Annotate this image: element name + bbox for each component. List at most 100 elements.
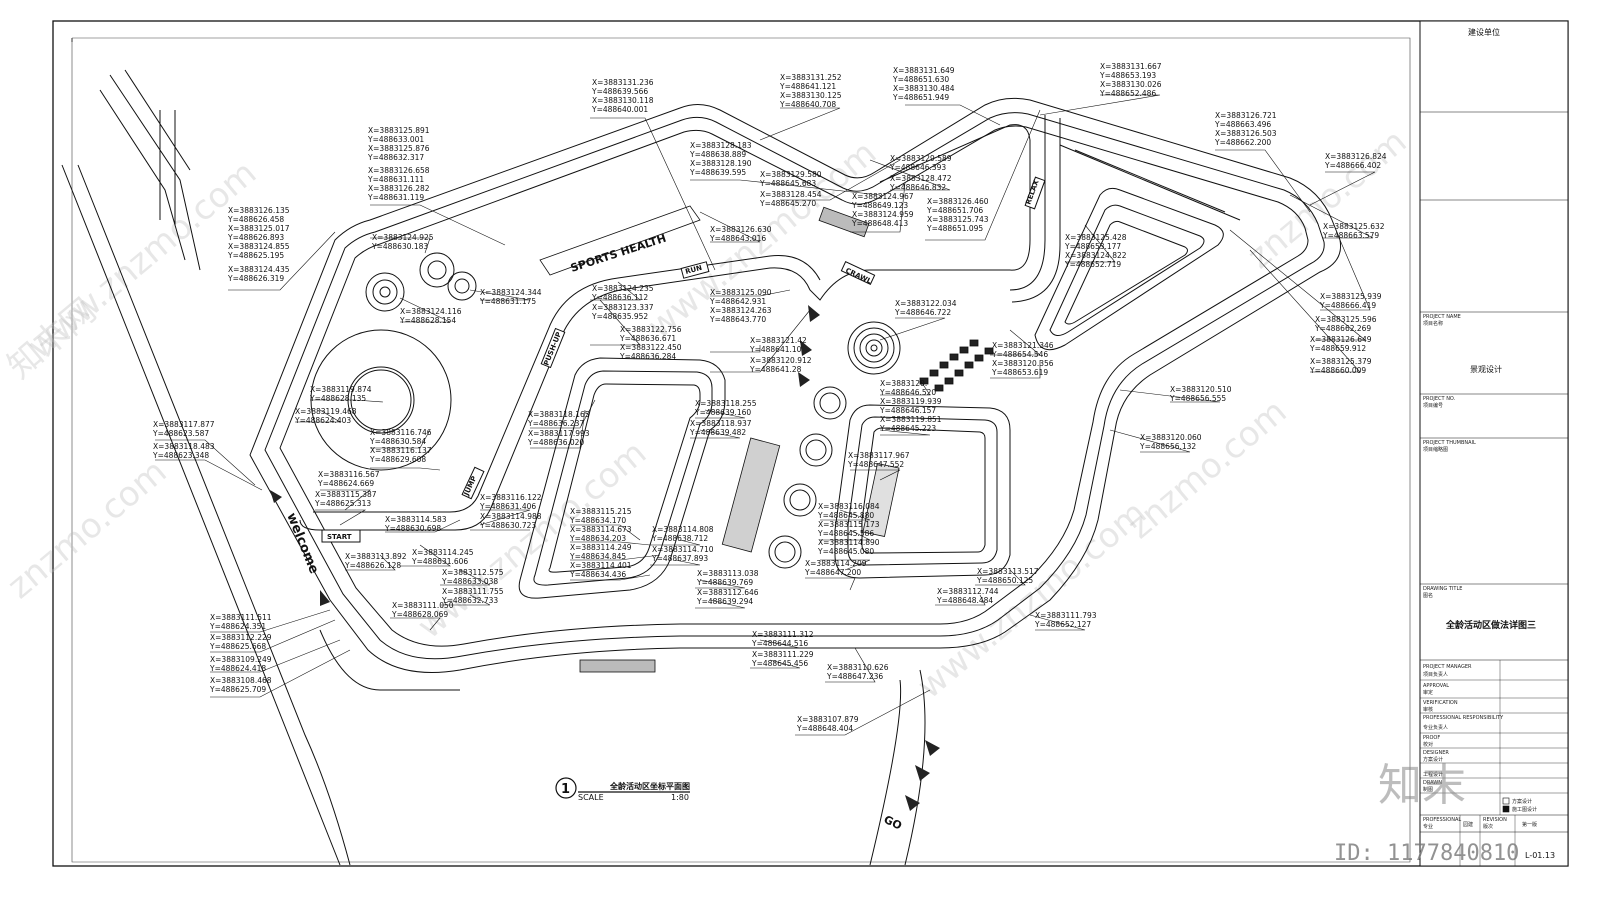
label-jump-box — [461, 466, 485, 500]
coord-y: Y=488645.270 — [759, 199, 816, 208]
title-block: 建设单位 PROJECT NAME 项目名称 景观设计 PROJECT NO. … — [1419, 20, 1569, 867]
coord-y: Y=488624.351 — [209, 622, 266, 631]
coord-x: X=3883126.824 — [1325, 152, 1387, 161]
tb-thumbnail-en: PROJECT THUMBNAIL — [1423, 440, 1476, 446]
label-crawl-box — [840, 261, 876, 285]
coord-x: X=3883120. — [880, 379, 927, 388]
coord-x: X=3883122.756 — [620, 325, 682, 334]
sheet-border — [52, 20, 1569, 867]
coord-x: X=3883116.137 — [370, 446, 432, 455]
coord-y: Y=488628.154 — [399, 316, 456, 325]
coord-x: X=3883117.877 — [153, 420, 215, 429]
coord-x: X=3883131.252 — [780, 73, 842, 82]
coord-y: Y=488645.223 — [879, 424, 936, 433]
coord-x: X=3883126.658 — [368, 166, 430, 175]
coord-x: X=3883124.263 — [710, 306, 772, 315]
caption-title: 全龄活动区坐标平面图 — [609, 781, 690, 791]
coord-x: X=3883117.967 — [848, 451, 910, 460]
tb-project-name-en: PROJECT NAME — [1423, 314, 1461, 320]
coord-x: X=3883124.967 — [852, 192, 914, 201]
coord-x: X=3883130.026 — [1100, 80, 1162, 89]
tb-check-2: 施工图设计 — [1512, 806, 1537, 813]
coord-x: X=3883129.589 — [890, 154, 952, 163]
coord-y: Y=488638.712 — [651, 534, 708, 543]
coord-y: Y=488652.719 — [1064, 260, 1121, 269]
coord-y: Y=488626.319 — [227, 274, 284, 283]
tb-revision-en: REVISION — [1483, 817, 1507, 823]
coord-x: X=3883129.580 — [760, 170, 822, 179]
coord-x: X=3883114.245 — [412, 548, 474, 557]
coord-x: X=3883107.879 — [797, 715, 859, 724]
watermark-text: znzmo.com — [0, 452, 174, 607]
caption-scale-value: 1:80 — [671, 793, 689, 802]
coord-x: X=3883124.235 — [592, 284, 654, 293]
coordinate-labels: X=3883131.236 Y=488639.566 X=3883130.118… — [152, 62, 1387, 733]
coord-y: Y=488631.606 — [411, 557, 468, 566]
drawing-caption: 1 全龄活动区坐标平面图 SCALE 1:80 — [555, 777, 690, 802]
coord-y: Y=488625.313 — [314, 499, 371, 508]
coord-y: Y=488630.183 — [371, 242, 428, 251]
coord-x: X=3883121.346 — [992, 341, 1054, 350]
coord-y: Y=488651.706 — [926, 206, 983, 215]
coord-y: Y=488647.236 — [826, 672, 883, 681]
coord-x: X=3883114.808 — [652, 525, 714, 534]
coord-y: Y=488632.317 — [367, 153, 424, 162]
tb-client-label: 建设单位 — [1468, 27, 1500, 37]
tb-project-no-cn: 项目编号 — [1423, 402, 1443, 409]
coord-x: X=3883125.596 — [1315, 315, 1377, 324]
coord-x: X=3883126.135 — [228, 206, 290, 215]
coord-y: Y=488635.952 — [591, 312, 648, 321]
coord-y: Y=488656.555 — [1169, 394, 1226, 403]
tb-drawing-title-en: DRAWING TITLE — [1423, 586, 1462, 592]
coord-y: Y=488624.403 — [294, 416, 351, 425]
tb-professional-value: 园建 — [1463, 821, 1473, 828]
coord-x: X=3883125.939 — [1320, 292, 1382, 301]
coord-y: Y=488623.587 — [152, 429, 209, 438]
coord-y: Y=488639.160 — [694, 408, 751, 417]
coord-x: X=3883124.116 — [400, 307, 462, 316]
coord-x: X=3883131.236 — [592, 78, 654, 87]
coord-y: Y=488636.284 — [619, 352, 676, 361]
tb-professional-en: PROFESSIONAL — [1423, 817, 1461, 823]
coord-y: Y=488656.132 — [1139, 442, 1196, 451]
coord-x: X=3883124.959 — [852, 210, 914, 219]
tb-project-name-value: 景观设计 — [1470, 364, 1502, 374]
coord-y: Y=488662.200 — [1214, 138, 1271, 147]
coord-y: Y=488654.546 — [991, 350, 1048, 359]
coord-x: X=3883118.165 — [528, 410, 590, 419]
coord-x: X=3883111.312 — [752, 630, 814, 639]
coord-x: X=3883116.122 — [480, 493, 542, 502]
coord-y: Y=488631.111 — [367, 175, 424, 184]
coord-y: Y=488648.404 — [796, 724, 853, 733]
coord-y: Y=488647.552 — [847, 460, 904, 469]
coord-x: X=3883116.084 — [818, 502, 880, 511]
roads — [61, 69, 926, 866]
watermark-text: znzmo.com — [1120, 392, 1294, 547]
tb-revision-cn: 版次 — [1483, 823, 1493, 830]
stamp-logo: 知末 — [1378, 760, 1466, 811]
caption-number: 1 — [561, 782, 570, 797]
coord-x: X=3883125.632 — [1323, 222, 1385, 231]
coord-y: Y=488644.516 — [751, 639, 808, 648]
coord-x: X=3883130.125 — [780, 91, 842, 100]
site-labels: SPORTS HEALTH RUN CRAWL RELAX PUSH-UP JU… — [283, 176, 1046, 832]
tb-drawing-title-cn: 图名 — [1423, 592, 1433, 599]
tb-drawing-title-value: 全龄活动区做法详图三 — [1445, 619, 1536, 631]
coord-y: Y=488653.193 — [1099, 71, 1156, 80]
coord-y: Y=488646.520 — [879, 388, 936, 397]
coord-y: Y=488651.630 — [892, 75, 949, 84]
coord-y: Y=488645.880 — [817, 511, 874, 520]
coord-x: X=3883118.255 — [695, 399, 757, 408]
tb-row-en: DRAWN — [1423, 780, 1442, 786]
coord-x: X=3883124.855 — [228, 242, 290, 251]
coord-y: Y=488643.016 — [709, 234, 766, 243]
coord-x: X=3883125.891 — [368, 126, 430, 135]
inner-frame — [71, 37, 1411, 863]
tb-row-cn: 项目负责人 — [1423, 671, 1448, 678]
coord-x: X=3883114.583 — [385, 515, 447, 524]
coord-x: X=3883115.173 — [818, 520, 880, 529]
coord-y: Y=488628.135 — [309, 394, 366, 403]
coord-y: Y=488666.402 — [1324, 161, 1381, 170]
coord-x: X=3883117.993 — [528, 429, 590, 438]
coord-y: Y=488634.203 — [569, 534, 626, 543]
